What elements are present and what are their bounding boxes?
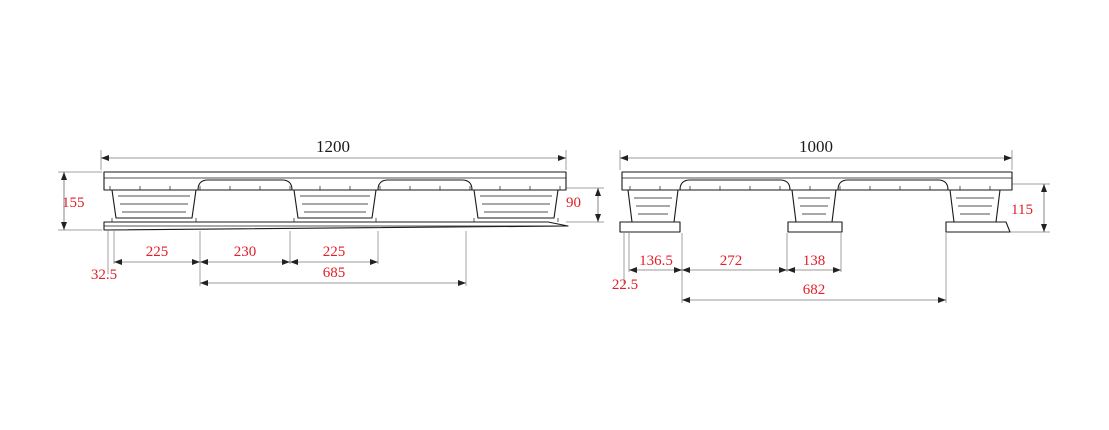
left-overall-width-label: 1200: [316, 137, 350, 156]
right-edge-offset-label: 22.5: [612, 277, 638, 293]
left-deck: [103, 171, 567, 191]
right-feet: [619, 221, 1011, 233]
right-overall-height-label: 115: [1011, 202, 1033, 218]
left-height-dimension: 155: [58, 171, 102, 231]
left-edge-offset-label: 32.5: [91, 267, 117, 283]
right-block-2-label: 138: [803, 253, 826, 269]
left-block-1-label: 225: [146, 244, 169, 260]
left-width-dimension: 1200: [100, 137, 567, 170]
right-overall-width-label: 1000: [799, 137, 833, 156]
left-gap-1-label: 230: [234, 244, 257, 260]
right-width-dimension: 1000: [619, 137, 1013, 170]
right-block-1-label: 136.5: [639, 253, 673, 269]
left-deck-height-dimension: 90: [566, 187, 604, 223]
left-runner: [103, 218, 569, 231]
left-block-2-label: 225: [323, 244, 346, 260]
right-height-dimension: 115: [1010, 183, 1050, 233]
right-blocks: [627, 189, 1001, 223]
right-dimension-chain: 22.5 136.5 272 138 682: [612, 233, 947, 303]
left-pallet-view: 1200 155 90 32.5: [58, 137, 604, 286]
right-deck: [621, 171, 1013, 191]
right-pallet-view: 1000 115 22.5 136.5 272 138 682: [612, 137, 1050, 303]
right-span-label: 682: [803, 282, 826, 298]
left-overall-height-label: 155: [62, 195, 85, 211]
left-deck-height-label: 90: [566, 195, 581, 211]
left-span-label: 685: [323, 265, 346, 281]
right-gap-1-label: 272: [720, 253, 743, 269]
left-blocks: [111, 189, 559, 219]
left-dimension-chain: 32.5 225 230 225 685: [91, 231, 467, 286]
